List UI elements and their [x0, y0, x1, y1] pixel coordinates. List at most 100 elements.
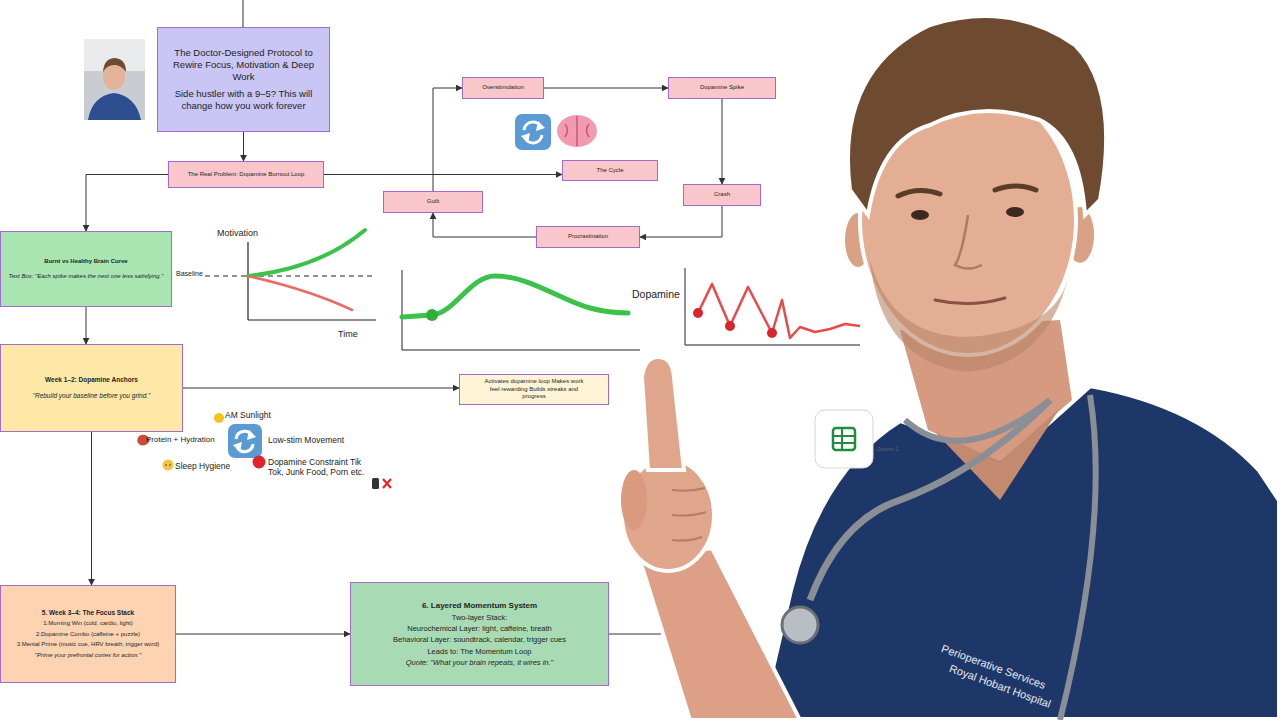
spiky-dopamine-chart: [693, 308, 703, 318]
item-label: Dopamine Constraint Tik Tok, Junk Food, …: [268, 457, 368, 477]
sheets-icon: [815, 410, 873, 468]
node-text: "Rebuild your baseline before you grind.…: [33, 392, 151, 400]
flow-arrow: [243, 132, 244, 161]
spiky-dopamine-chart: [685, 345, 860, 346]
process-box: Guilt: [383, 191, 483, 213]
node-text: 3.Mental Prime (music cue, HRV breath, t…: [17, 641, 160, 649]
doctor-illustration: [621, 470, 647, 530]
section-box: 6. Layered Momentum SystemTwo-layer Stac…: [350, 582, 609, 686]
sheet-column-label: Column 1: [877, 446, 898, 452]
title-box: The Doctor-Designed Protocol to Rewire F…: [157, 27, 330, 132]
node-heading: Burnt vs Healthy Brain Curve: [44, 258, 127, 266]
node-text: Neurochemical Layer: light, caffeine, br…: [407, 624, 552, 633]
node-text: Quote: "What your brain repeats, it wire…: [406, 658, 553, 667]
doctor-illustration: [955, 215, 982, 269]
brain-icon: [557, 115, 597, 147]
emoji-icon: [372, 478, 379, 489]
healthy-dopamine-chart: [402, 270, 640, 350]
node-text: 2.Dopamine Combo (caffeine + puzzle): [36, 631, 140, 639]
node-heading: Overstimulation: [482, 84, 524, 92]
leader-line: [243, 0, 244, 27]
motivation-chart: [248, 276, 352, 310]
emoji-icon: [383, 479, 391, 488]
item-label: Protein + Hydration: [146, 435, 215, 445]
spiky-dopamine-chart: [685, 268, 860, 345]
doctor-illustration: [870, 260, 1070, 372]
motivation-chart: [247, 242, 248, 320]
node-heading: The Real Problem: Dopamine Burnout Loop: [188, 171, 305, 179]
flow-arrow: [176, 634, 350, 635]
motivation-chart: [248, 230, 365, 276]
node-text: Leads to: The Momentum Loop: [427, 647, 531, 656]
doctor-illustration: [898, 186, 1036, 196]
doctor-illustration: [782, 607, 818, 643]
flow-arrow: [86, 307, 87, 344]
node-text: "Prime your prefrontal cortex for action…: [35, 652, 141, 660]
node-heading: Crash: [714, 191, 730, 199]
doctor-illustration: [642, 357, 684, 470]
sync-icon: [515, 114, 551, 150]
doctor-illustration: [1006, 207, 1024, 217]
healthy-dopamine-chart: [426, 309, 438, 321]
sync-icon: [228, 424, 262, 458]
flow-arrow: [433, 88, 462, 191]
doctor-illustration: [935, 298, 1005, 304]
process-box: The Real Problem: Dopamine Burnout Loop: [168, 161, 324, 188]
section-box: Week 1–2: Dopamine Anchors "Rebuild your …: [0, 344, 183, 432]
spiky-dopamine-chart: [725, 321, 735, 331]
doctor-illustration: [672, 488, 706, 541]
node-text: 1.Morning Win (cold, cardio, light): [43, 620, 132, 628]
author-avatar: [84, 39, 145, 120]
baseline-label: Baseline: [175, 270, 204, 278]
doctor-illustration: [911, 210, 929, 220]
process-box: Overstimulation: [462, 77, 544, 99]
emoji-icon: [253, 456, 266, 469]
axis-label: Time: [338, 329, 358, 340]
flow-arrow: [183, 388, 459, 389]
process-box: Crash: [683, 184, 761, 206]
sheets-icon: [833, 442, 855, 444]
brain-icon: [565, 116, 589, 146]
sheets-icon: [841, 428, 843, 450]
doctor-illustration: [640, 548, 800, 720]
section-box: 5. Week 3–4: The Focus Stack 1.Morning Wi…: [0, 585, 176, 683]
flow-arrow: [86, 175, 168, 232]
axis-label: Motivation: [217, 228, 258, 239]
process-box: The Cycle: [562, 160, 658, 181]
process-box: Dopamine Spike: [668, 77, 776, 99]
node-heading: Week 1–2: Dopamine Anchors: [45, 376, 138, 384]
doctor-illustration: [935, 408, 1060, 500]
node-heading: Activates dopamine loop Makes work feel …: [482, 378, 586, 401]
flow-arrow: [91, 432, 92, 585]
sync-icon: [515, 114, 551, 150]
flow-arrow: [324, 174, 562, 175]
sync-icon: [228, 424, 262, 458]
spiky-dopamine-chart: [698, 284, 860, 338]
node-heading: Procrastination: [568, 233, 608, 241]
node-heading: Dopamine Spike: [700, 84, 744, 92]
motivation-chart: [178, 230, 376, 320]
process-box: Procrastination: [536, 226, 640, 248]
emoji-icon: [163, 460, 174, 471]
flow-arrow: [640, 206, 722, 237]
motivation-chart: [248, 319, 376, 320]
node-text: Two-layer Stack:: [452, 613, 507, 622]
brain-icon: [557, 115, 597, 147]
sheets-icon: [833, 435, 855, 437]
sync-icon: [536, 121, 545, 131]
sheets-icon: [833, 428, 855, 450]
emoji-icon: [165, 465, 171, 466]
node-text: Side hustler with a 9–5? This will chang…: [166, 88, 321, 112]
sync-icon: [247, 430, 256, 440]
flow-arrow: [433, 213, 536, 237]
doctor-illustration: [622, 459, 714, 571]
sheets-icon: [815, 410, 873, 468]
sync-icon: [521, 133, 530, 143]
doctor-illustration: [810, 400, 1050, 600]
flow-arrow: [722, 99, 723, 184]
node-heading: 5. Week 3–4: The Focus Stack: [42, 609, 134, 617]
item-label: AM Sunlight: [225, 410, 271, 420]
item-label: Low-stim Movement: [268, 435, 344, 445]
spiky-dopamine-chart: [685, 268, 686, 345]
